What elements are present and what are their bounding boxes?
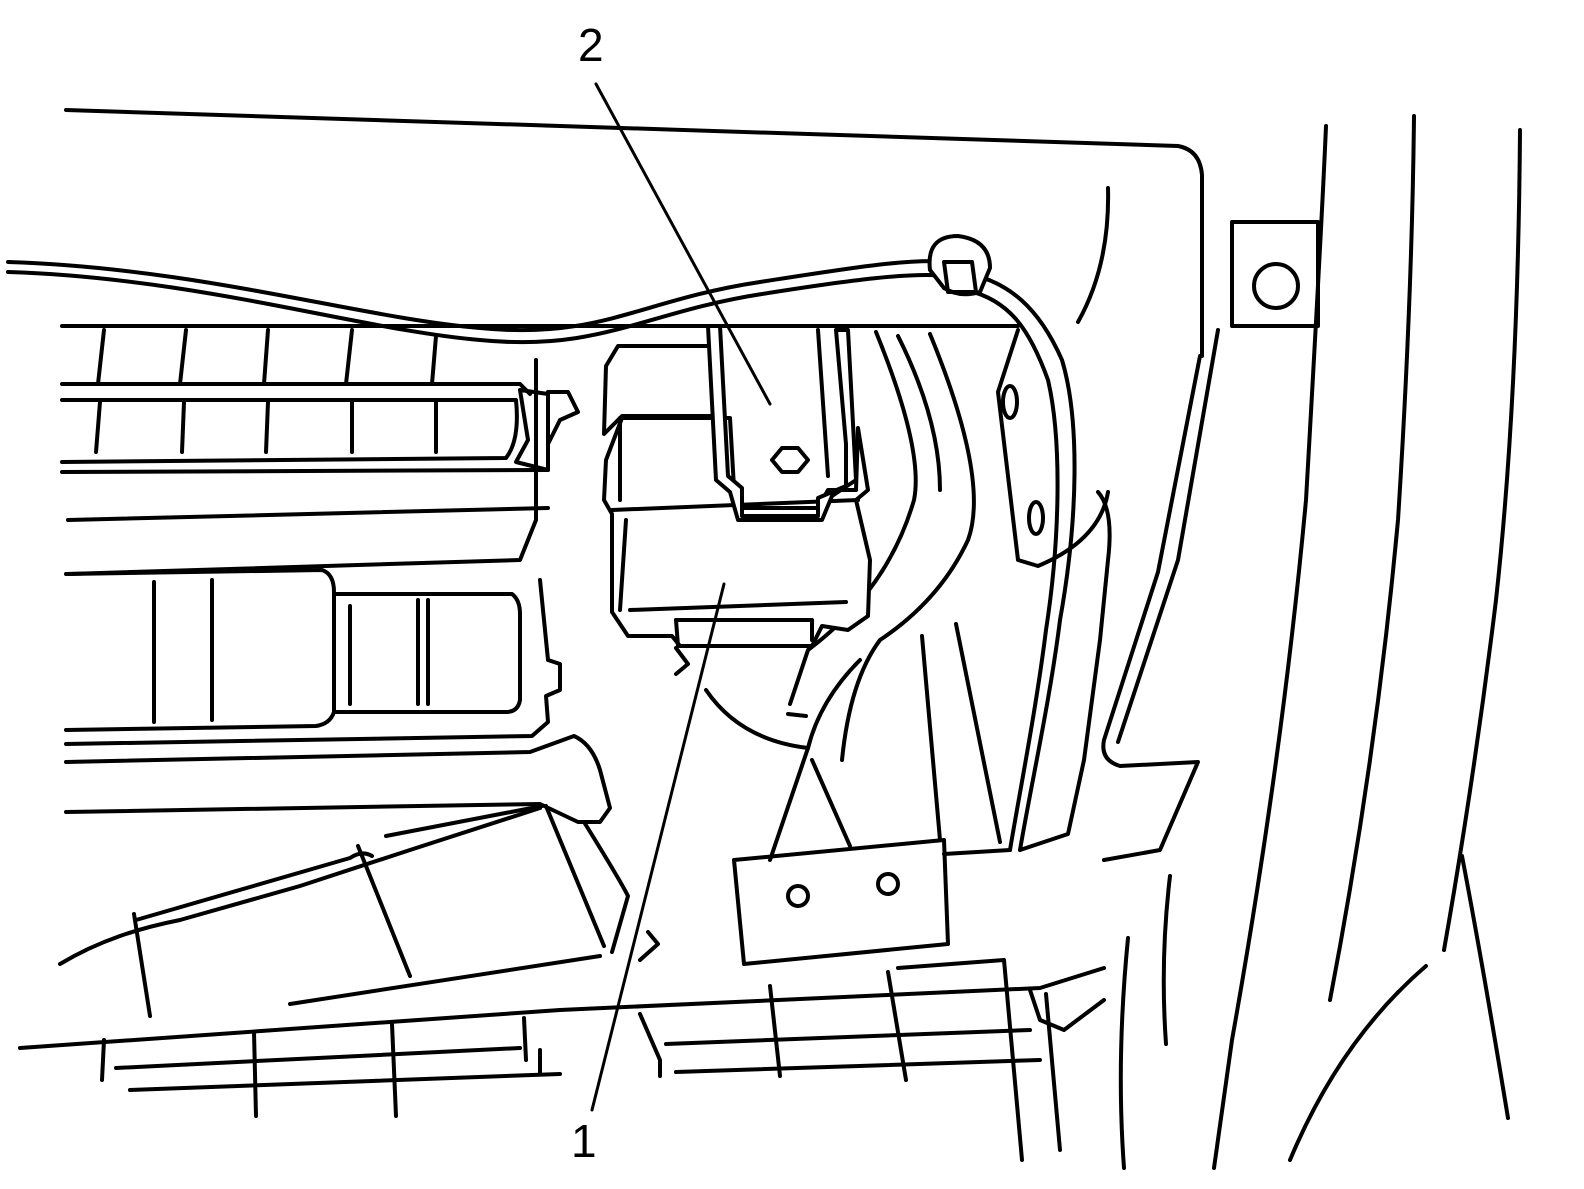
- a-pillar-trim: [1118, 114, 1522, 1170]
- mounting-brace: [996, 220, 1320, 862]
- callout-1: 1: [571, 1115, 597, 1167]
- leader-lines: [590, 82, 772, 1112]
- air-duct: [58, 804, 660, 1018]
- lower-grille: [18, 958, 1106, 1162]
- lower-vent: [64, 568, 612, 824]
- leader-line-1: [590, 582, 726, 1112]
- control-module: [602, 344, 872, 676]
- dash-panel-outline: [60, 108, 1204, 358]
- callout-2: 2: [578, 19, 604, 71]
- wire-harness: [6, 234, 1077, 852]
- mounting-bracket: [706, 324, 858, 522]
- upper-vent-grille: [60, 328, 580, 576]
- center-bracket: [732, 838, 1012, 966]
- leader-line-2: [594, 82, 772, 406]
